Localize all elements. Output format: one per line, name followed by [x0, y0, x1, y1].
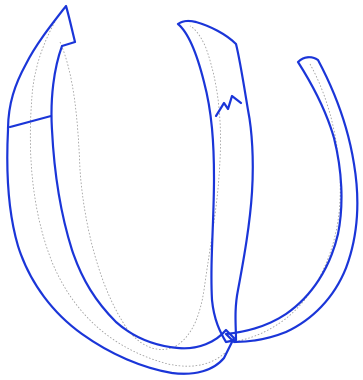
center-segment-contour: [178, 21, 253, 342]
left-midline: [30, 10, 226, 366]
left-segment-contour: [7, 6, 234, 374]
contours: [7, 6, 357, 374]
midlines: [30, 10, 340, 366]
center-midline: [60, 26, 220, 349]
